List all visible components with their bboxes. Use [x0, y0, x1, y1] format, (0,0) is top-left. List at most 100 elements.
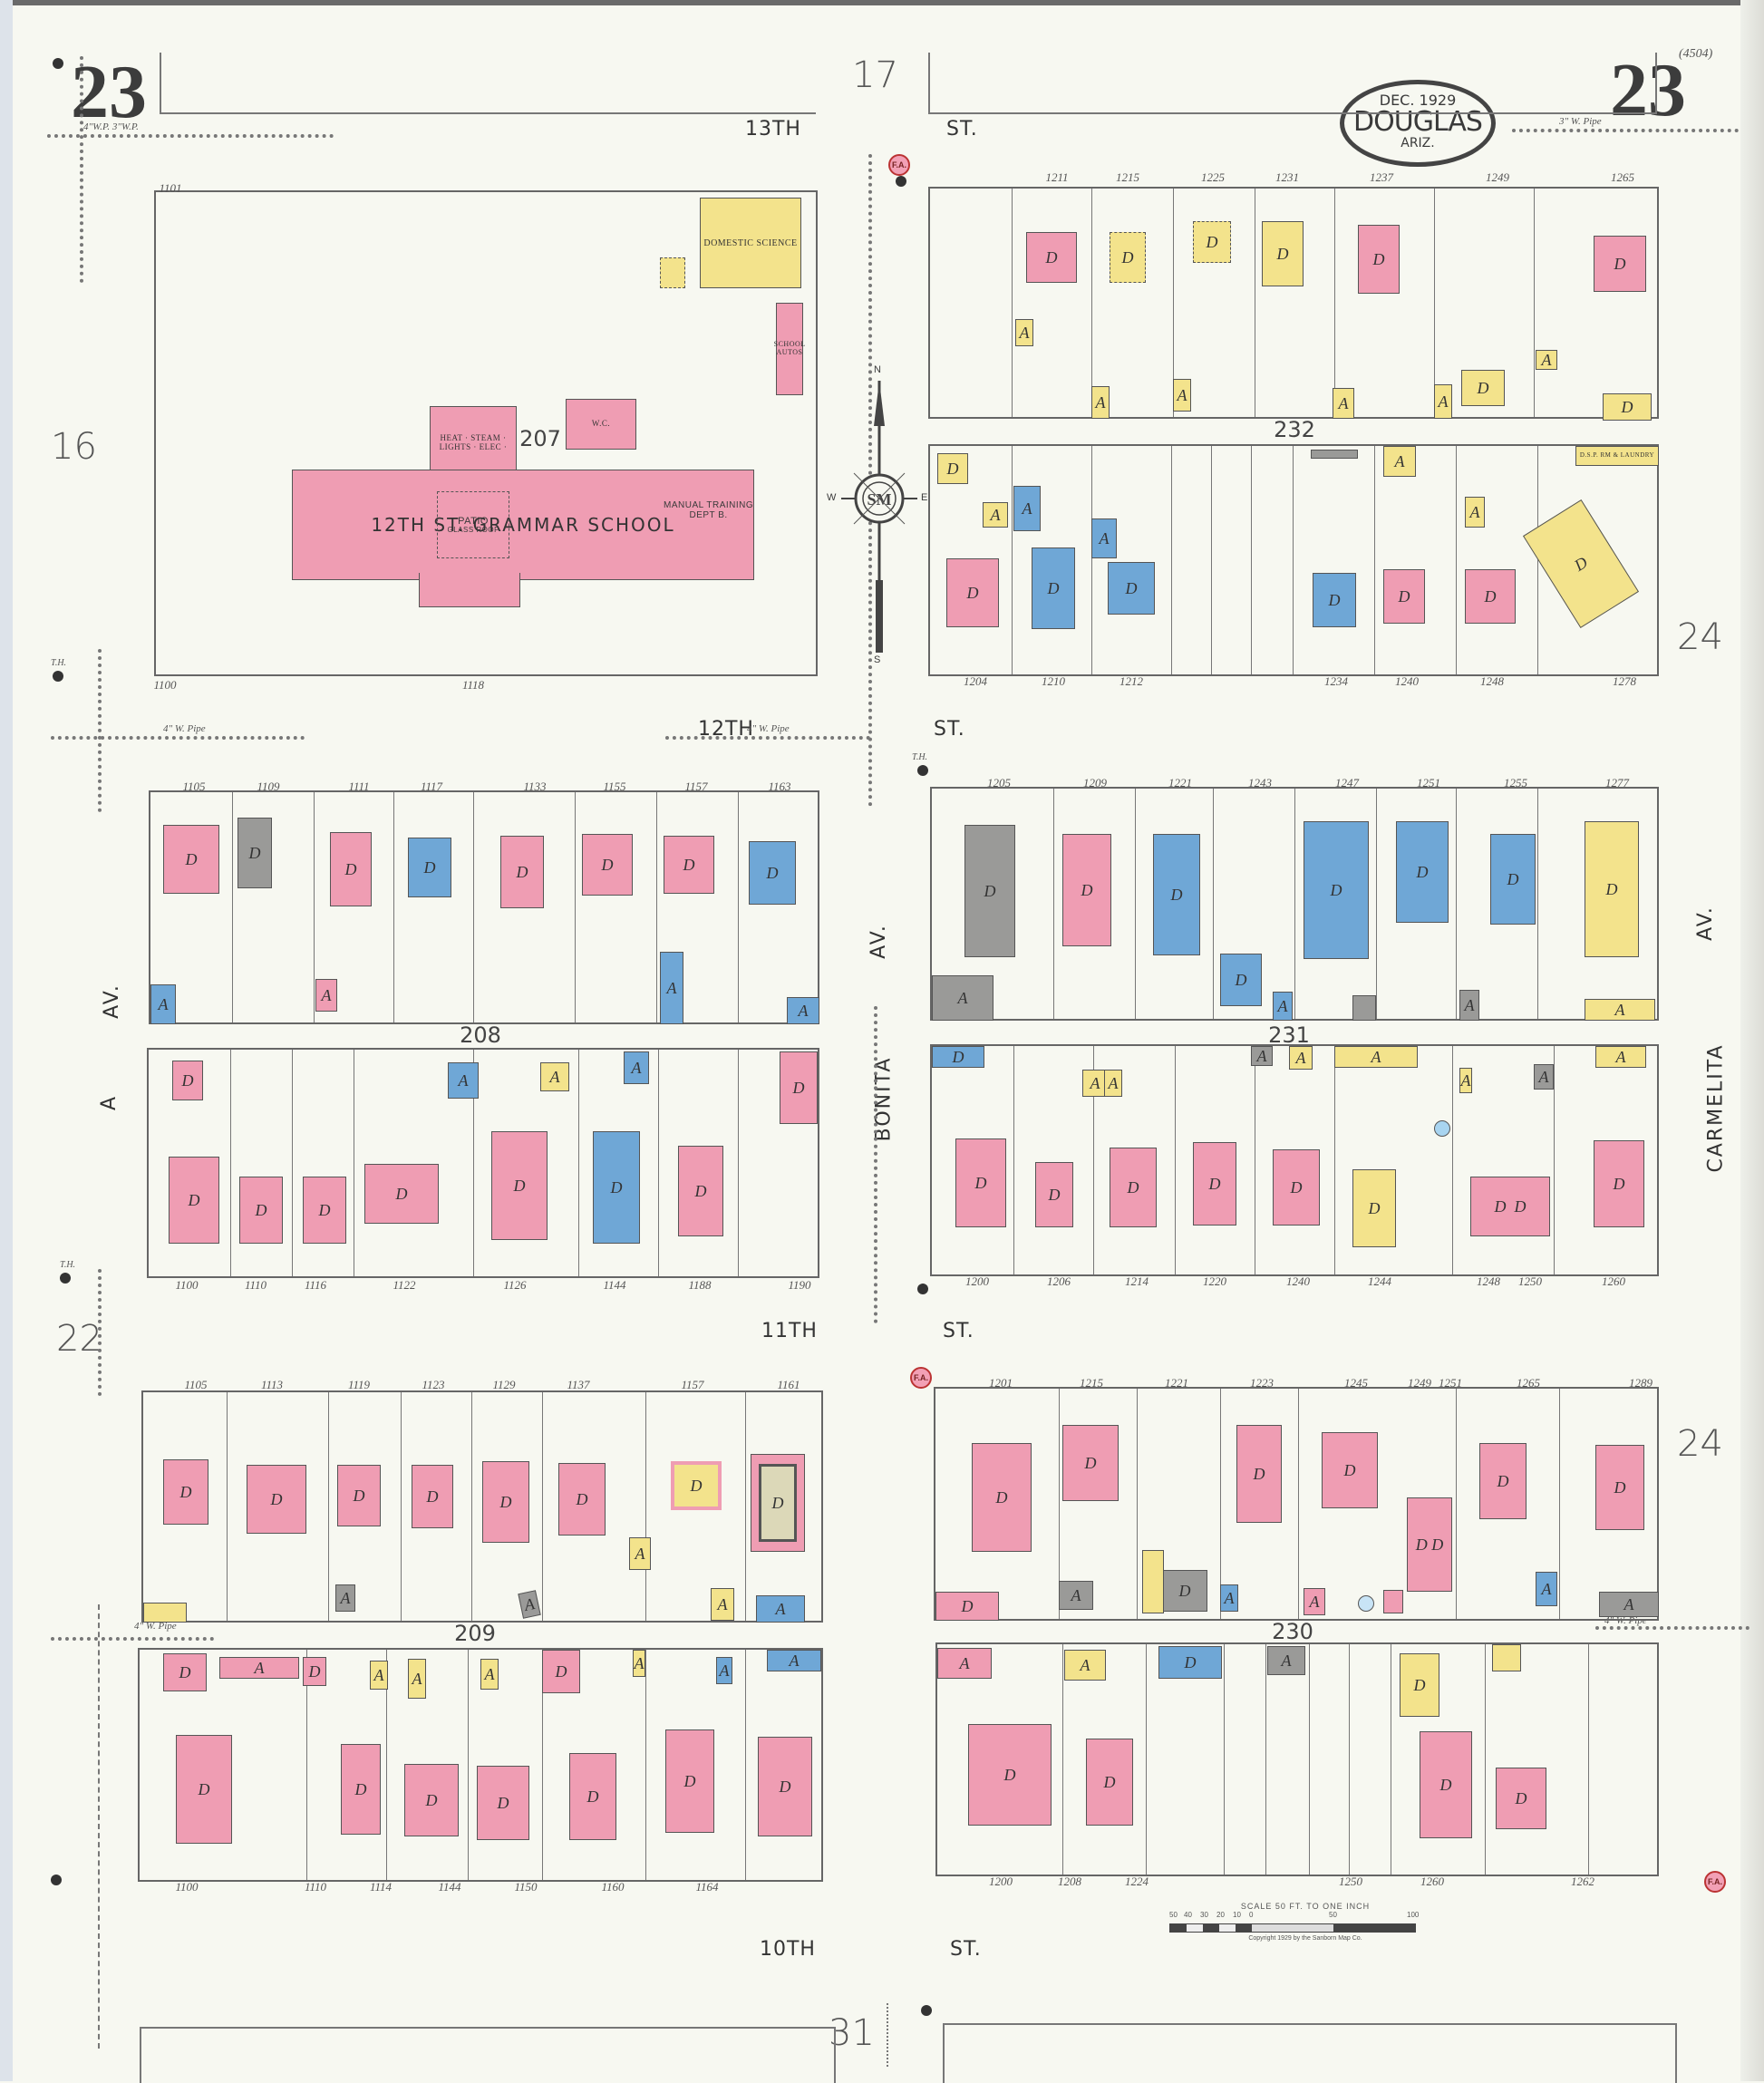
grammar-school-wing[interactable] — [419, 573, 520, 607]
dwelling[interactable]: D — [1026, 232, 1077, 283]
auto-garage[interactable]: A — [711, 1588, 734, 1621]
dwelling-gyp-blocks[interactable]: D — [1158, 1646, 1222, 1679]
dwelling-adobe[interactable]: D — [964, 825, 1015, 957]
dwelling[interactable]: D — [247, 1465, 306, 1534]
auto-garage[interactable]: A — [1536, 350, 1557, 370]
auto-garage-adobe[interactable]: A — [1459, 990, 1479, 1021]
dwelling-brick-faced-adobe[interactable]: D — [751, 1454, 805, 1552]
auto-garage-adobe[interactable]: A — [932, 975, 993, 1021]
auto-garage[interactable]: A — [408, 1659, 426, 1699]
dwelling-gyp-blocks[interactable]: D — [1220, 954, 1262, 1006]
auto-garage-conc[interactable]: A — [660, 952, 683, 1024]
dwelling[interactable]: D — [1193, 221, 1231, 263]
dwelling-gyp-blocks[interactable]: D — [1153, 834, 1200, 955]
auto-garage-gyp-blocks[interactable]: A — [767, 1650, 821, 1671]
dwelling[interactable]: D — [1603, 393, 1652, 421]
auto-garage[interactable]: A — [219, 1657, 299, 1679]
block-232-south[interactable]: D A A A D D D D D D D D.S.P. RM & LAUNDR… — [928, 444, 1659, 676]
auto-garage[interactable]: A — [1091, 518, 1117, 558]
dwelling[interactable]: D — [303, 1657, 326, 1686]
auto-garage[interactable]: A — [1334, 1046, 1418, 1068]
auto-garage[interactable]: A — [1091, 386, 1110, 419]
block-231-north[interactable]: D D D D D D D A D A A A — [930, 787, 1659, 1021]
dwelling[interactable]: D — [172, 1061, 203, 1100]
dwelling[interactable]: D — [1273, 1149, 1320, 1226]
shed[interactable] — [1311, 450, 1358, 459]
dwelling[interactable]: D — [239, 1177, 283, 1244]
laundry-building[interactable]: D.S.P. RM & LAUNDRY — [1575, 446, 1659, 466]
auto-garage-adobe[interactable]: A — [1059, 1581, 1093, 1610]
dwelling[interactable]: D — [582, 834, 633, 896]
dwelling[interactable]: D — [937, 453, 968, 484]
auto-garage[interactable]: A — [1015, 319, 1033, 346]
boiler-building[interactable]: HEAT · STEAM · LIGHTS · ELEC · — [430, 406, 517, 480]
auto-garage[interactable] — [1492, 1644, 1521, 1671]
dwelling[interactable]: D — [330, 832, 372, 906]
dwelling[interactable]: D — [1420, 1731, 1472, 1838]
domestic-science-building[interactable]: DOMESTIC SCIENCE — [700, 198, 801, 288]
block-231-south[interactable]: D D D D D D D D D D A A A A A A A A — [930, 1044, 1659, 1276]
auto-garage[interactable]: A — [1459, 1068, 1472, 1093]
auto-garage-conc[interactable]: A — [448, 1062, 479, 1099]
dwelling[interactable]: D — [1322, 1432, 1378, 1508]
dwelling[interactable]: D — [1461, 370, 1505, 406]
dwelling[interactable]: D — [1595, 1445, 1644, 1530]
dwelling[interactable]: D — [163, 1459, 208, 1525]
auto-garage[interactable]: A — [370, 1661, 388, 1690]
dwelling[interactable]: D — [163, 825, 219, 894]
dwelling[interactable]: D — [1400, 1653, 1439, 1717]
block-209-south[interactable]: D A D D D D D D D D D A A A A A A — [138, 1648, 823, 1882]
dwelling-gyp-blocks[interactable]: D — [1490, 834, 1536, 925]
dwelling-gyp-blocks[interactable]: D — [408, 838, 451, 897]
dwelling[interactable]: D — [176, 1735, 232, 1844]
auto-garage[interactable]: A — [1383, 446, 1416, 477]
block-232-north[interactable]: D D D D D D A A A A A D A D — [928, 187, 1659, 421]
auto-garage[interactable]: A — [1304, 1588, 1325, 1615]
dwelling[interactable]: D — [1594, 1140, 1644, 1227]
dwelling-gyp-blocks[interactable]: D — [932, 1046, 984, 1068]
auto-garage[interactable]: A — [540, 1062, 569, 1091]
auto-garage[interactable]: A — [1273, 992, 1293, 1021]
dwelling[interactable]: D — [664, 836, 714, 894]
dwelling[interactable]: D — [1585, 821, 1639, 957]
auto-garage[interactable]: A — [937, 1648, 992, 1679]
dwelling[interactable]: D — [542, 1650, 580, 1693]
grammar-school-main[interactable]: 12TH ST. GRAMMAR SCHOOL — [292, 470, 754, 580]
auto-garage[interactable]: A — [1220, 1584, 1238, 1612]
dwelling-gyp-blocks[interactable]: D — [1313, 573, 1356, 627]
auto-garage-gyp-blocks[interactable]: A — [756, 1595, 805, 1623]
dwelling[interactable]: D — [482, 1461, 529, 1543]
auto-garage[interactable] — [143, 1603, 187, 1623]
auto-garage[interactable]: A — [1013, 486, 1041, 531]
block-230-north[interactable]: D D D D D D D D D A D A A A A — [934, 1387, 1659, 1621]
block-208-north[interactable]: D D D D D D D D A A A A — [149, 790, 819, 1024]
dwelling[interactable]: D — [1522, 499, 1640, 629]
dwelling[interactable]: D — [341, 1744, 381, 1835]
dwelling[interactable]: D — [1496, 1768, 1546, 1829]
dwelling[interactable]: D — [1086, 1739, 1133, 1826]
dwelling[interactable]: D — [1110, 1148, 1157, 1227]
dwelling[interactable]: D — [491, 1131, 548, 1240]
auto-garage[interactable]: A — [1064, 1650, 1106, 1681]
auto-garage[interactable]: A — [983, 502, 1008, 528]
dwelling[interactable]: D — [1193, 1142, 1236, 1226]
dwelling[interactable]: D — [665, 1729, 714, 1833]
auto-garage[interactable]: A — [335, 1584, 355, 1612]
auto-garage[interactable]: A — [629, 1537, 651, 1570]
auto-garage[interactable]: A — [1104, 1070, 1122, 1097]
dwelling[interactable]: D — [1594, 236, 1646, 292]
school-autos-garage[interactable]: SCHOOL AUTOS — [774, 303, 805, 395]
dwelling-gyp-blocks[interactable]: D — [1032, 547, 1075, 629]
auto-garage[interactable]: A — [315, 979, 337, 1012]
dwelling[interactable]: D — [1062, 834, 1111, 946]
dwelling-pair[interactable]: D D — [1470, 1177, 1550, 1236]
dwelling-gyp-blocks[interactable]: D — [749, 841, 796, 905]
dwelling[interactable]: D — [1236, 1425, 1282, 1523]
dwelling[interactable]: D — [780, 1051, 818, 1124]
dwelling[interactable]: D — [678, 1146, 723, 1236]
dwelling[interactable]: D — [1396, 821, 1449, 923]
auto-garage[interactable]: A — [1595, 1046, 1646, 1068]
dwelling[interactable]: D — [500, 836, 544, 908]
dwelling[interactable]: D — [972, 1443, 1032, 1552]
dwelling-2-story[interactable]: D — [1383, 569, 1425, 624]
